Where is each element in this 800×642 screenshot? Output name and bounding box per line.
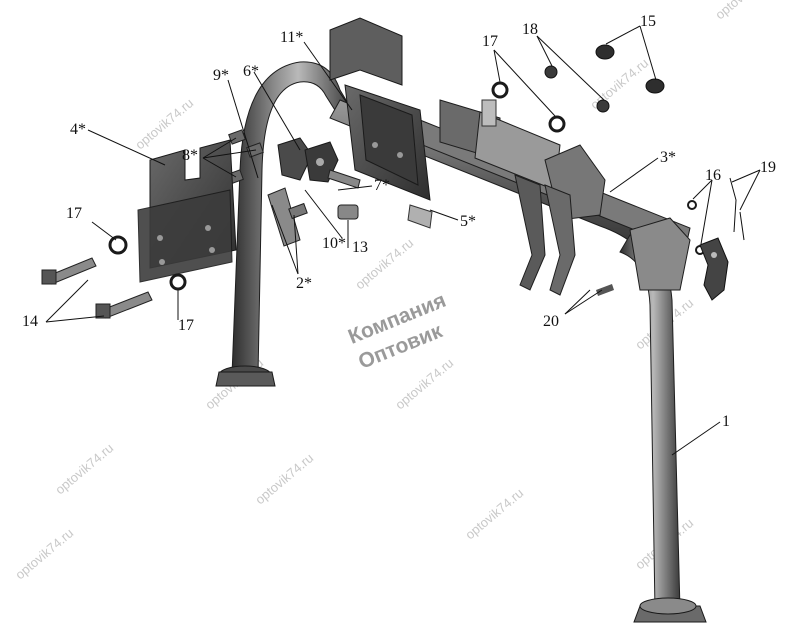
callout-3: 3* (660, 149, 676, 166)
callout-17-top: 17 (482, 33, 498, 50)
watermark-text: optovik74.ru (392, 355, 456, 412)
callout-9: 9* (213, 67, 229, 84)
callout-2: 2* (296, 275, 312, 292)
callout-6: 6* (243, 63, 259, 80)
watermark-text: optovik74.ru (587, 55, 651, 112)
callout-11: 11* (280, 29, 303, 46)
callout-19: 19 (760, 159, 776, 176)
callout-10: 10* (322, 235, 346, 252)
callout-14: 14 (22, 313, 38, 330)
bolts (41, 129, 614, 319)
callout-13: 13 (352, 239, 368, 256)
callout-4: 4* (70, 121, 86, 138)
callout-15: 15 (640, 13, 656, 30)
leader-lines (45, 25, 761, 456)
watermark-text: optovik74.ru (12, 525, 76, 582)
callout-17-left: 17 (66, 205, 82, 222)
watermark-text: optovik74.ru (252, 450, 316, 507)
callout-20: 20 (543, 313, 559, 330)
bracket-rail (414, 99, 691, 296)
watermark-text: optovik74.ru (462, 485, 526, 542)
watermark-text: optovik74.ru (52, 440, 116, 497)
callout-8: 8* (182, 147, 198, 164)
callout-5: 5* (460, 213, 476, 230)
latch (699, 177, 745, 301)
callout-18: 18 (522, 21, 538, 38)
upper-clamp-plate (329, 17, 433, 229)
callout-1: 1 (722, 413, 730, 430)
watermark-text: optovik74.ru (132, 95, 196, 152)
mounting-plate (137, 139, 237, 283)
watermark-text: optovik74.ru (712, 0, 776, 22)
callout-16: 16 (705, 167, 721, 184)
hinge-assembly (277, 137, 361, 189)
callout-17-bottom: 17 (178, 317, 194, 334)
callout-labels: 1 2* 3* 4* 5* 6* 7* 8* 9* 10* 11* 13 14 … (22, 13, 776, 430)
callout-7: 7* (374, 177, 390, 194)
